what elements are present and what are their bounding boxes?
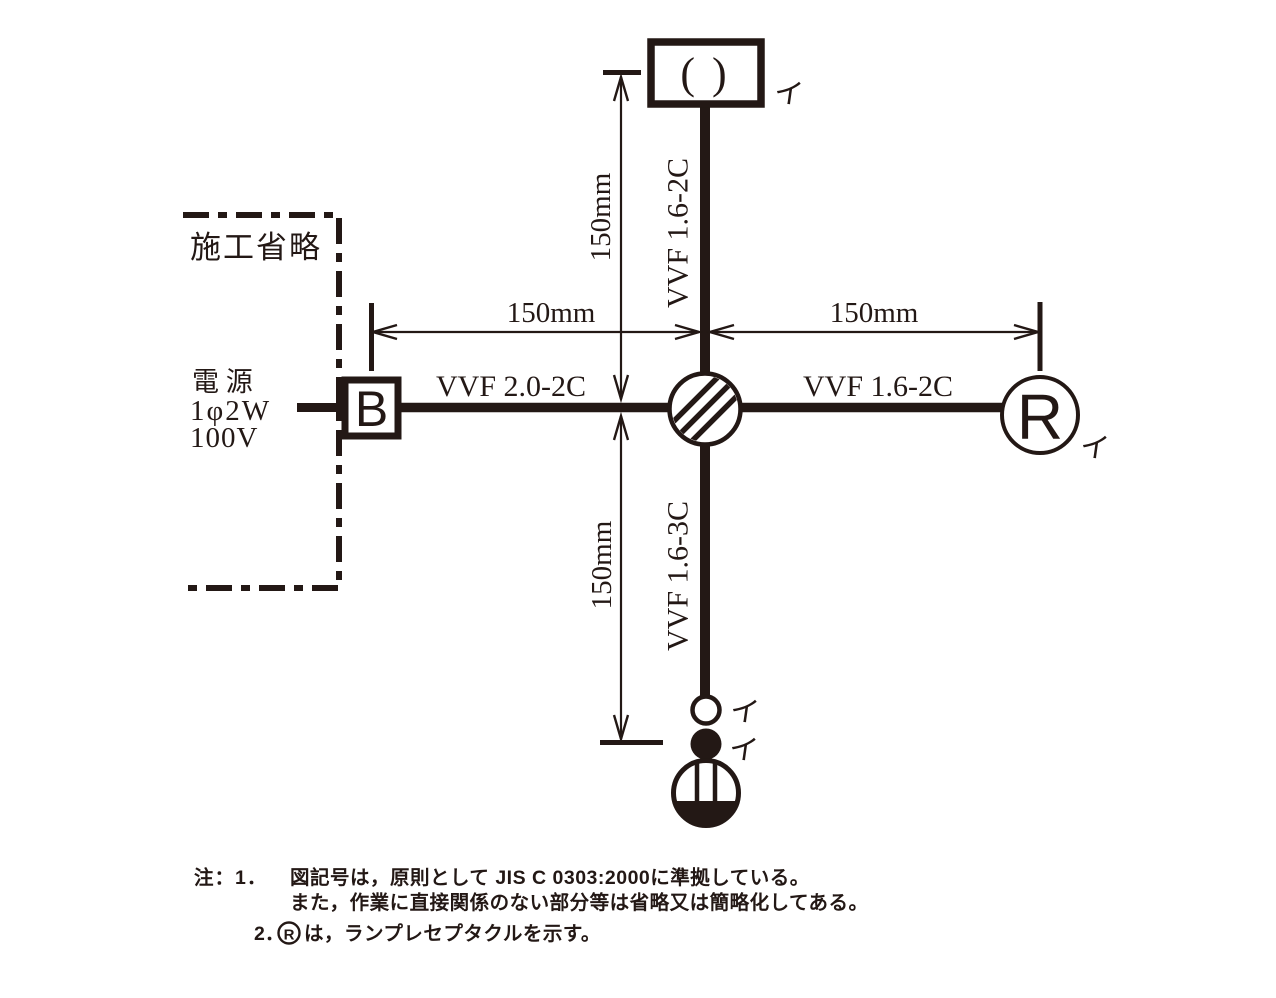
mark-pilot: イ	[728, 694, 761, 730]
cable-label-bottom: VVF 1.6-3C	[662, 501, 695, 651]
outlet-icon	[671, 758, 741, 828]
construction-omitted-boundary	[180, 212, 342, 591]
circled-r-icon	[277, 921, 301, 945]
dim-label-bottom: 150mm	[586, 520, 618, 609]
dim-label-left: 150mm	[507, 297, 596, 329]
switch-icon	[690, 728, 722, 760]
power-source-line2: 1φ2W	[190, 395, 271, 427]
cable-label-top: VVF 1.6-2C	[662, 158, 695, 308]
cable-label-left: VVF 2.0-2C	[436, 370, 586, 403]
cable-label-right: VVF 1.6-2C	[803, 370, 953, 403]
mark-receptacle: イ	[1078, 430, 1111, 466]
power-source-line1: 電 源	[192, 367, 253, 397]
note-2-text: は，ランプレセプタクルを示す。	[304, 922, 601, 945]
breaker-icon: B	[341, 376, 402, 440]
power-source-line3: 100V	[190, 422, 258, 454]
note-1-line2: また，作業に直接関係のない部分等は省略又は簡略化してある。	[290, 891, 868, 914]
breaker-label: B	[355, 381, 388, 437]
receptacle-label: R	[1017, 381, 1063, 453]
dim-label-top: 150mm	[585, 172, 617, 261]
pilot-lamp-icon	[690, 694, 722, 726]
construction-omitted-label: 施工省略	[190, 230, 322, 265]
mark-switch: イ	[727, 732, 760, 768]
note-1: 注：1． 図記号は，原則として JIS C 0303:2000に準拠している。 …	[194, 866, 868, 914]
ceiling-rosette-label: ( )	[680, 49, 729, 98]
note-2: 2． R は，ランプレセプタクルを示す。	[254, 921, 601, 945]
dim-label-right: 150mm	[830, 297, 919, 329]
note-2-head: 2．	[254, 923, 284, 945]
note-1-head: 注：1．	[194, 866, 267, 889]
lamp-receptacle-icon: R	[1000, 375, 1080, 455]
joint-box-icon	[667, 371, 743, 447]
mark-fixture: イ	[772, 76, 805, 112]
note-1-line1: 図記号は，原則として JIS C 0303:2000に準拠している。	[290, 866, 810, 889]
power-source-label: 電 源 1φ2W 100V	[190, 367, 271, 454]
ceiling-rosette-icon: ( )	[647, 38, 765, 108]
circled-r-letter: R	[284, 927, 295, 944]
